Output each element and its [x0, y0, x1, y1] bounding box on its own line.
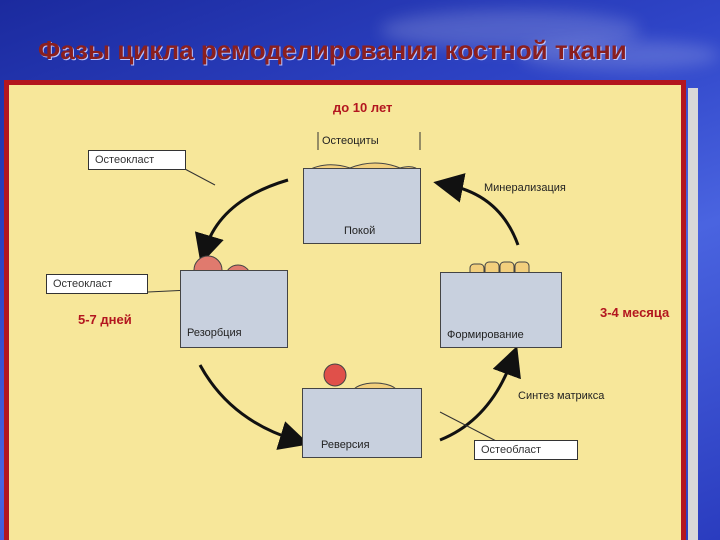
label-mineralization: Минерализация: [484, 182, 566, 194]
label-osteocytes: Остеоциты: [322, 135, 379, 147]
time-left: 5-7 дней: [78, 312, 132, 327]
label-osteoclast-top: Остеокласт: [88, 150, 186, 170]
label-osteoblast: Остеобласт: [474, 440, 578, 460]
page-title: Фазы цикла ремоделирования костной ткани: [38, 35, 627, 65]
panel-shadow: [688, 88, 698, 540]
time-top: до 10 лет: [333, 100, 393, 115]
time-right: 3-4 месяца: [600, 305, 670, 320]
arrow-rest-to-resorption: [194, 178, 289, 265]
arrow-formation-to-rest: [433, 173, 520, 246]
arrow-reversal-to-formation: [439, 345, 521, 442]
phase-formation: Формирование: [440, 272, 562, 348]
reversal-cell: [323, 363, 347, 387]
arrow-resorption-to-reversal: [198, 364, 310, 450]
phase-reversal: Реверсия: [302, 388, 422, 458]
label-matrix-synthesis: Синтез матрикса: [518, 390, 605, 402]
phase-resorption: Резорбция: [180, 270, 288, 348]
phase-rest: Покой: [303, 168, 421, 244]
label-osteoclast-left: Остеокласт: [46, 274, 148, 294]
